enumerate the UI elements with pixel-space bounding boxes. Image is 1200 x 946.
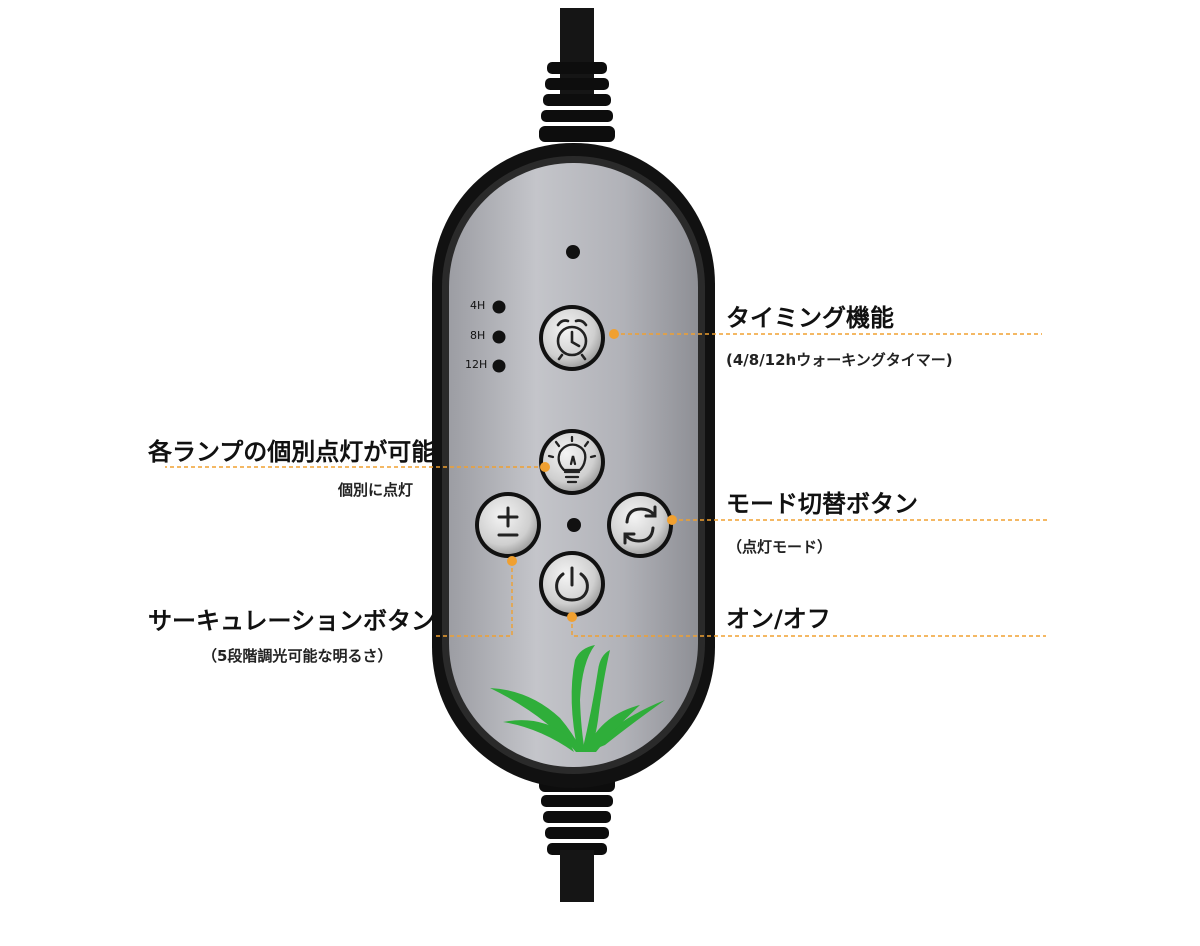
mode-subtitle: （点灯モード）	[727, 538, 833, 556]
individual-light-button[interactable]	[539, 429, 605, 495]
callout-lines	[165, 333, 1048, 637]
indicator-led-4h	[492, 300, 506, 314]
indicator-label-12h: 12H	[465, 358, 488, 371]
status-led	[566, 245, 580, 259]
indicator-label-4h: 4H	[470, 299, 486, 312]
cable-top	[539, 8, 615, 142]
individual-subtitle: 個別に点灯	[338, 481, 414, 499]
circulation-subtitle: （5段階調光可能な明るさ）	[202, 647, 393, 665]
light-bulb-icon	[547, 435, 597, 484]
power-title: オン/オフ	[726, 605, 831, 633]
mode-button[interactable]	[607, 492, 673, 558]
timer-button[interactable]	[539, 305, 605, 371]
plus-minus-icon	[497, 506, 519, 537]
timing-title: タイミング機能	[726, 304, 894, 332]
plant-graphic	[490, 645, 665, 752]
cable-bottom	[539, 776, 615, 902]
brightness-button[interactable]	[475, 492, 541, 558]
alarm-clock-icon	[556, 319, 588, 361]
power-button[interactable]	[539, 551, 605, 617]
individual-title: 各ランプの個別点灯が可能	[148, 438, 436, 466]
indicator-led-12h	[492, 359, 506, 373]
timing-subtitle: (4/8/12hウォーキングタイマー)	[726, 351, 953, 369]
indicator-led-8h	[492, 330, 506, 344]
callout-dots	[507, 329, 677, 622]
circulation-title: サーキュレーションボタン	[148, 607, 436, 635]
power-icon	[555, 566, 589, 602]
mode-title: モード切替ボタン	[726, 490, 918, 518]
indicator-label-8h: 8H	[470, 329, 486, 342]
cycle-icon	[623, 505, 657, 545]
